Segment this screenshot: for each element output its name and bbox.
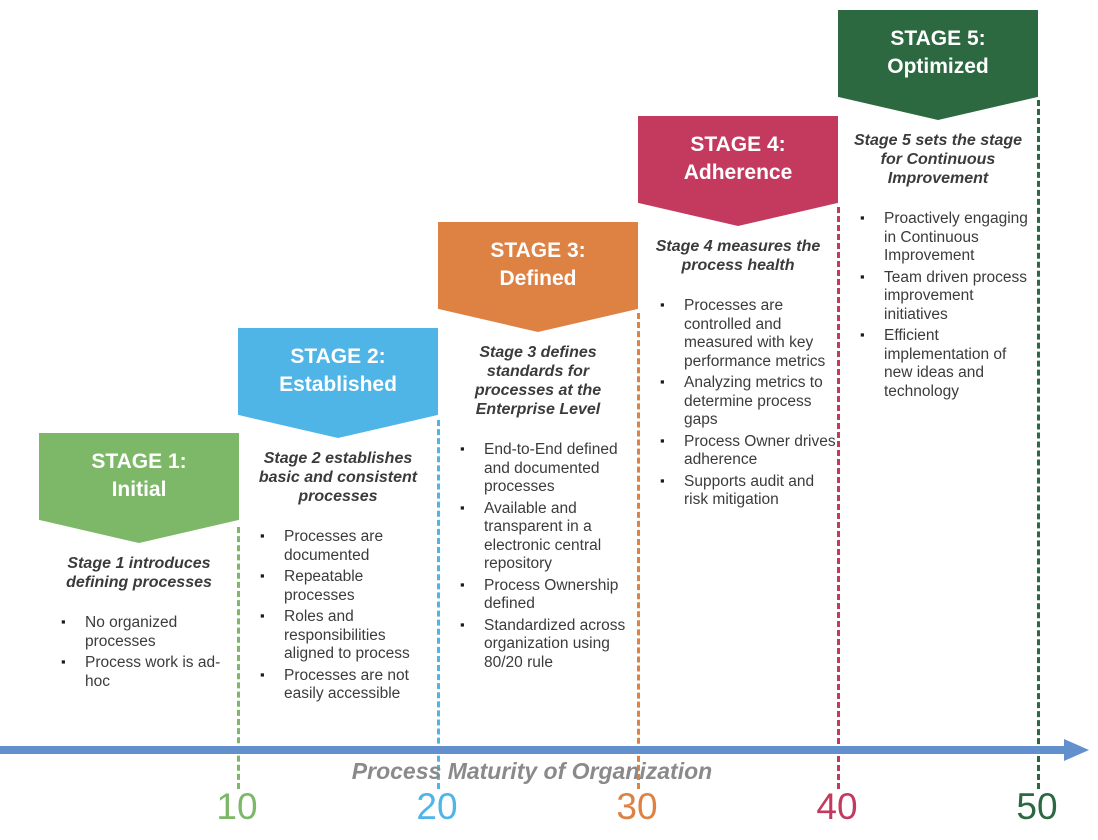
stage-2-banner: STAGE 2: Established xyxy=(238,328,438,438)
bullet-item: Efficient implementation of new ideas an… xyxy=(860,326,1036,401)
stage-2-title-line2: Established xyxy=(279,373,397,396)
stage-4-column: STAGE 4: Adherence Stage 4 measures the … xyxy=(638,116,838,513)
stage-3-column: STAGE 3: Defined Stage 3 defines standar… xyxy=(438,222,638,675)
stage-5-title-line2: Optimized xyxy=(887,55,989,78)
bullet-item: Roles and responsibilities aligned to pr… xyxy=(260,607,436,664)
tick-30: 30 xyxy=(616,786,658,827)
stage-1-banner: STAGE 1: Initial xyxy=(39,433,239,543)
stage-3-subtitle: Stage 3 defines standards for processes … xyxy=(474,344,602,418)
stage-3-bullets: End-to-End defined and documented proces… xyxy=(438,440,638,673)
stage-4-bullets: Processes are controlled and measured wi… xyxy=(638,296,838,510)
stage-5-dashed-line xyxy=(1037,100,1040,789)
bullet-item: Process Owner drives adherence xyxy=(660,432,836,470)
bullet-item: Processes are documented xyxy=(260,527,436,565)
bullet-item: Supports audit and risk mitigation xyxy=(660,472,836,510)
tick-50: 50 xyxy=(1016,786,1058,827)
tick-40: 40 xyxy=(816,786,858,827)
axis-arrowhead-icon xyxy=(1064,739,1089,761)
bullet-item: Process work is ad-hoc xyxy=(61,653,237,691)
bullet-item: Processes are not easily accessible xyxy=(260,666,436,704)
stage-1-subtitle: Stage 1 introduces defining processes xyxy=(66,555,212,591)
bullet-item: End-to-End defined and documented proces… xyxy=(460,440,636,497)
bullet-item: Proactively engaging in Continuous Impro… xyxy=(860,209,1036,266)
stage-4-subtitle: Stage 4 measures the process health xyxy=(655,238,821,274)
bullet-item: No organized processes xyxy=(61,613,237,651)
stage-3-dashed-line xyxy=(637,313,640,789)
stage-5-title-line1: STAGE 5: xyxy=(890,27,986,50)
stage-2-bullets: Processes are documented Repeatable proc… xyxy=(238,527,438,704)
stage-4-dashed-line xyxy=(837,207,840,789)
axis-label: Process Maturity of Organization xyxy=(351,758,713,784)
bullet-item: Analyzing metrics to determine process g… xyxy=(660,373,836,430)
stage-5-column: STAGE 5: Optimized Stage 5 sets the stag… xyxy=(838,10,1038,404)
stage-1-column: STAGE 1: Initial Stage 1 introduces defi… xyxy=(39,433,239,694)
stage-2-column: STAGE 2: Established Stage 2 establishes… xyxy=(238,328,438,707)
stage-2-subtitle: Stage 2 establishes basic and consistent… xyxy=(258,450,418,505)
stage-1-dashed-line xyxy=(237,527,240,789)
bullet-item: Team driven process improvement initiati… xyxy=(860,268,1036,325)
bullet-item: Processes are controlled and measured wi… xyxy=(660,296,836,371)
tick-20: 20 xyxy=(416,786,458,827)
stage-2-dashed-line xyxy=(437,420,440,789)
stage-1-bullets: No organized processes Process work is a… xyxy=(39,613,239,691)
axis-arrow-shaft xyxy=(0,746,1066,754)
stage-1-title-line2: Initial xyxy=(111,478,167,501)
stage-4-title-line2: Adherence xyxy=(683,161,793,184)
stage-1-title-line1: STAGE 1: xyxy=(91,450,187,473)
stage-5-subtitle: Stage 5 sets the stage for Continuous Im… xyxy=(853,132,1023,187)
bullet-item: Process Ownership defined xyxy=(460,576,636,614)
bullet-item: Available and transparent in a electroni… xyxy=(460,499,636,574)
stage-3-title-line2: Defined xyxy=(499,267,577,290)
stage-3-title-line1: STAGE 3: xyxy=(490,239,586,262)
stage-2-title-line1: STAGE 2: xyxy=(290,345,386,368)
bullet-item: Standardized across organization using 8… xyxy=(460,616,636,673)
stage-5-bullets: Proactively engaging in Continuous Impro… xyxy=(838,209,1038,401)
stage-4-banner: STAGE 4: Adherence xyxy=(638,116,838,226)
stage-3-banner: STAGE 3: Defined xyxy=(438,222,638,332)
bullet-item: Repeatable processes xyxy=(260,567,436,605)
stage-4-title-line1: STAGE 4: xyxy=(690,133,786,156)
stage-5-banner: STAGE 5: Optimized xyxy=(838,10,1038,120)
tick-10: 10 xyxy=(216,786,258,827)
